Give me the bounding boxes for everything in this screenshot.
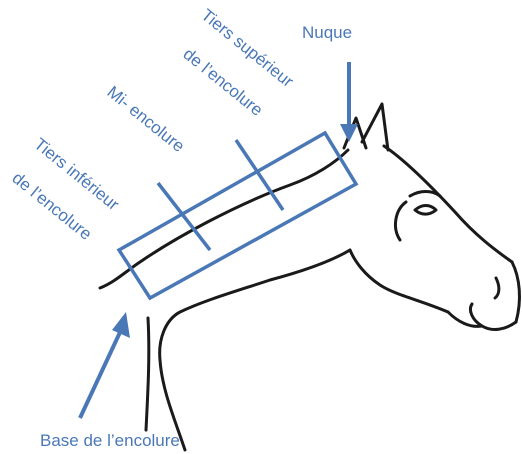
- eye-brow: [410, 192, 440, 197]
- eye: [415, 206, 436, 215]
- chest-line: [146, 318, 149, 430]
- label-nuque: Nuque: [302, 23, 352, 42]
- tick-tiers-superieur: [236, 140, 283, 210]
- nostril: [495, 278, 499, 298]
- chin: [448, 312, 482, 326]
- arrow-nuque: [340, 62, 358, 142]
- jaw-line: [350, 250, 448, 312]
- label-mi-encolure-text: Mi- encolure: [103, 82, 188, 156]
- muzzle: [512, 262, 519, 322]
- tick-mi-encolure: [158, 183, 210, 250]
- label-mi-encolure: Mi- encolure: [103, 82, 188, 156]
- horse-outline: [100, 104, 519, 450]
- arrow-base: [80, 312, 130, 418]
- throat-line: [160, 250, 350, 450]
- arrows: [80, 62, 358, 418]
- neck-rectangle: [119, 133, 356, 298]
- label-base-encolure: Base de l’encolure: [40, 431, 180, 450]
- neck-highlight: [119, 133, 356, 298]
- cheek: [395, 202, 406, 240]
